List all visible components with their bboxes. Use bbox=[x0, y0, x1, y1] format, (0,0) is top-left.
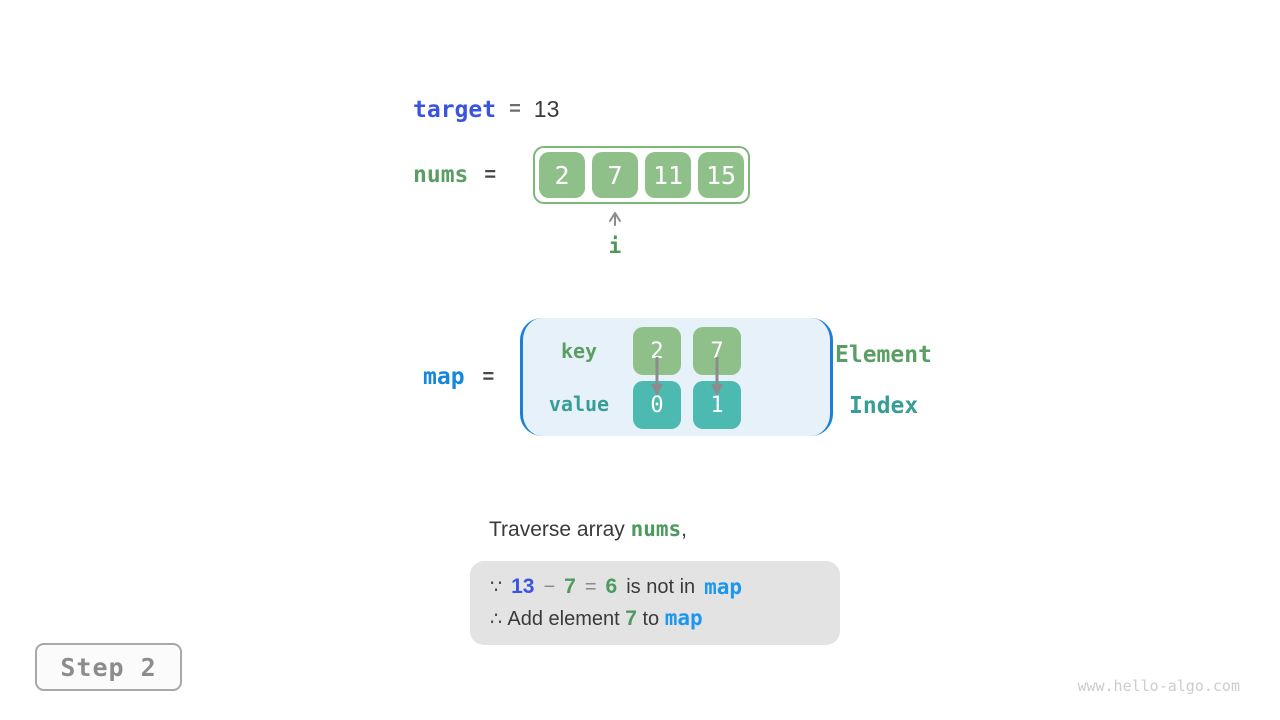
nums-array: 2 7 11 15 bbox=[533, 146, 750, 204]
note-line2-text-before: Add element bbox=[507, 608, 626, 630]
element-label: Element bbox=[835, 342, 932, 368]
key-to-value-arrow-icon bbox=[651, 357, 663, 396]
index-label: Index bbox=[849, 393, 919, 419]
caption-text-after: , bbox=[681, 518, 688, 541]
note-difference: 6 bbox=[605, 575, 618, 598]
note-line-1: ∵ 13 − 7 = 6 is not in map bbox=[490, 575, 820, 599]
map-row-label: map = bbox=[423, 364, 494, 390]
nums-cell-2: 11 bbox=[645, 152, 691, 198]
note-minuend: 13 bbox=[511, 575, 535, 598]
note-line2-value: 7 bbox=[625, 607, 637, 630]
target-row: target = 13 bbox=[413, 96, 559, 123]
note-box: ∵ 13 − 7 = 6 is not in map ∴ Add element… bbox=[470, 561, 840, 645]
because-symbol: ∵ bbox=[490, 576, 503, 598]
pointer-up-arrow-icon bbox=[609, 212, 621, 226]
map-key-row-label: key bbox=[560, 339, 598, 363]
nums-equals: = bbox=[484, 163, 497, 186]
nums-cell-1: 7 bbox=[592, 152, 638, 198]
caption: Traverse array nums, bbox=[489, 517, 687, 542]
target-keyword: target bbox=[413, 96, 497, 123]
pointer-label-i: i bbox=[608, 234, 622, 258]
map-equals: = bbox=[482, 365, 495, 388]
nums-row-label: nums = bbox=[413, 162, 496, 188]
nums-cell-3: 15 bbox=[698, 152, 744, 198]
note-equals-operator: = bbox=[584, 575, 597, 598]
note-line2-text-between: to bbox=[636, 608, 665, 630]
note-line1-map-code: map bbox=[704, 575, 743, 599]
map-value-row-label: value bbox=[548, 392, 610, 416]
nums-cell-0: 2 bbox=[539, 152, 585, 198]
key-to-value-arrow-icon bbox=[711, 357, 723, 396]
nums-keyword: nums bbox=[413, 162, 469, 188]
step-badge: Step 2 bbox=[35, 643, 182, 691]
therefore-symbol: ∴ bbox=[490, 609, 508, 630]
map-keyword: map bbox=[423, 364, 465, 390]
caption-nums-code: nums bbox=[630, 517, 682, 541]
note-line-2: ∴ Add element 7 to map bbox=[490, 606, 820, 631]
note-line2-map-code: map bbox=[664, 606, 703, 630]
note-minus-operator: − bbox=[543, 575, 556, 598]
target-equals: = bbox=[509, 98, 521, 120]
note-subtrahend: 7 bbox=[564, 575, 576, 598]
target-value: 13 bbox=[533, 96, 560, 122]
map-value-cell-0: 0 bbox=[633, 381, 681, 429]
watermark: www.hello-algo.com bbox=[1077, 677, 1240, 695]
caption-text-before: Traverse array bbox=[489, 518, 631, 541]
note-line1-text: is not in bbox=[626, 575, 696, 598]
